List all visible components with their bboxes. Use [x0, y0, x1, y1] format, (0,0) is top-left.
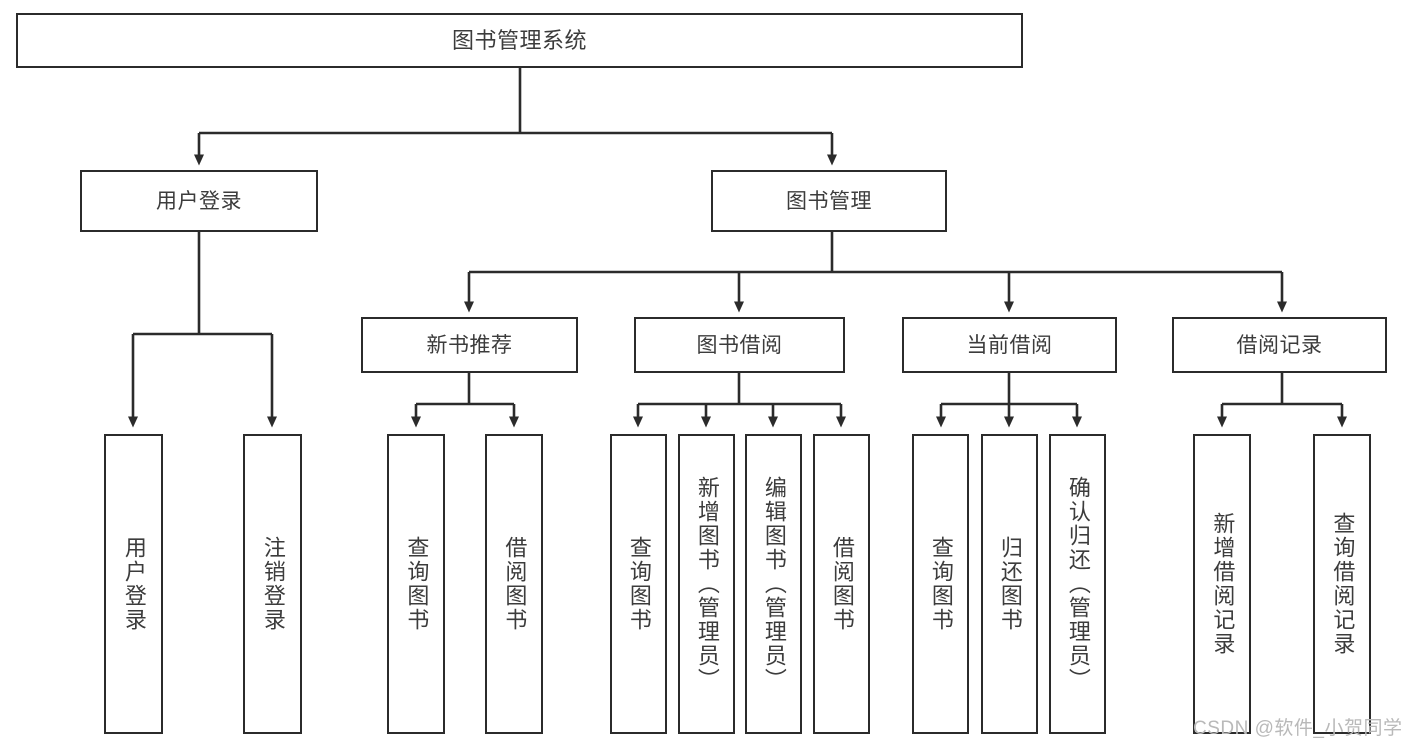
leaf-user-login[interactable]: 用户登录	[104, 434, 163, 734]
node-label: 查询图书	[404, 536, 430, 632]
node-current-borrow[interactable]: 当前借阅	[902, 317, 1117, 373]
node-label: 归还图书	[997, 536, 1023, 632]
node-label: 图书管理系统	[451, 27, 587, 53]
node-label: 注销登录	[260, 536, 286, 632]
node-user-login[interactable]: 用户登录	[80, 170, 318, 232]
leaf-borrow-book-recommend[interactable]: 借阅图书	[485, 434, 543, 734]
node-root-book-management-system[interactable]: 图书管理系统	[16, 13, 1023, 68]
leaf-query-borrow-record[interactable]: 查询借阅记录	[1313, 434, 1371, 734]
leaf-logout[interactable]: 注销登录	[243, 434, 302, 734]
watermark-text: CSDN @软件_小贺同学	[1193, 718, 1403, 739]
leaf-query-book-current[interactable]: 查询图书	[912, 434, 969, 734]
node-label: 查询图书	[928, 536, 954, 632]
node-book-borrow[interactable]: 图书借阅	[634, 317, 845, 373]
leaf-confirm-return-admin[interactable]: 确认归还（管理员）	[1049, 434, 1106, 734]
node-label: 图书借阅	[696, 333, 783, 357]
leaf-add-borrow-record[interactable]: 新增借阅记录	[1193, 434, 1251, 734]
node-label: 新书推荐	[426, 333, 513, 357]
node-label: 当前借阅	[966, 333, 1053, 357]
leaf-add-book-admin[interactable]: 新增图书（管理员）	[678, 434, 735, 734]
node-label: 新增图书（管理员）	[694, 476, 720, 692]
node-label: 确认归还（管理员）	[1065, 476, 1091, 692]
leaf-return-book[interactable]: 归还图书	[981, 434, 1038, 734]
node-new-book-recommend[interactable]: 新书推荐	[361, 317, 578, 373]
node-borrow-record[interactable]: 借阅记录	[1172, 317, 1387, 373]
leaf-edit-book-admin[interactable]: 编辑图书（管理员）	[745, 434, 802, 734]
node-label: 编辑图书（管理员）	[761, 476, 787, 692]
node-label: 借阅图书	[502, 536, 528, 632]
node-label: 图书管理	[786, 189, 872, 213]
node-label: 用户登录	[121, 536, 147, 632]
node-label: 新增借阅记录	[1210, 512, 1236, 656]
node-book-management[interactable]: 图书管理	[711, 170, 947, 232]
leaf-query-book-recommend[interactable]: 查询图书	[387, 434, 445, 734]
node-label: 借阅记录	[1236, 333, 1323, 357]
node-label: 用户登录	[156, 189, 242, 213]
leaf-query-book-borrow[interactable]: 查询图书	[610, 434, 667, 734]
node-label: 查询借阅记录	[1330, 512, 1356, 656]
node-label: 查询图书	[626, 536, 652, 632]
leaf-borrow-book[interactable]: 借阅图书	[813, 434, 870, 734]
node-label: 借阅图书	[829, 536, 855, 632]
